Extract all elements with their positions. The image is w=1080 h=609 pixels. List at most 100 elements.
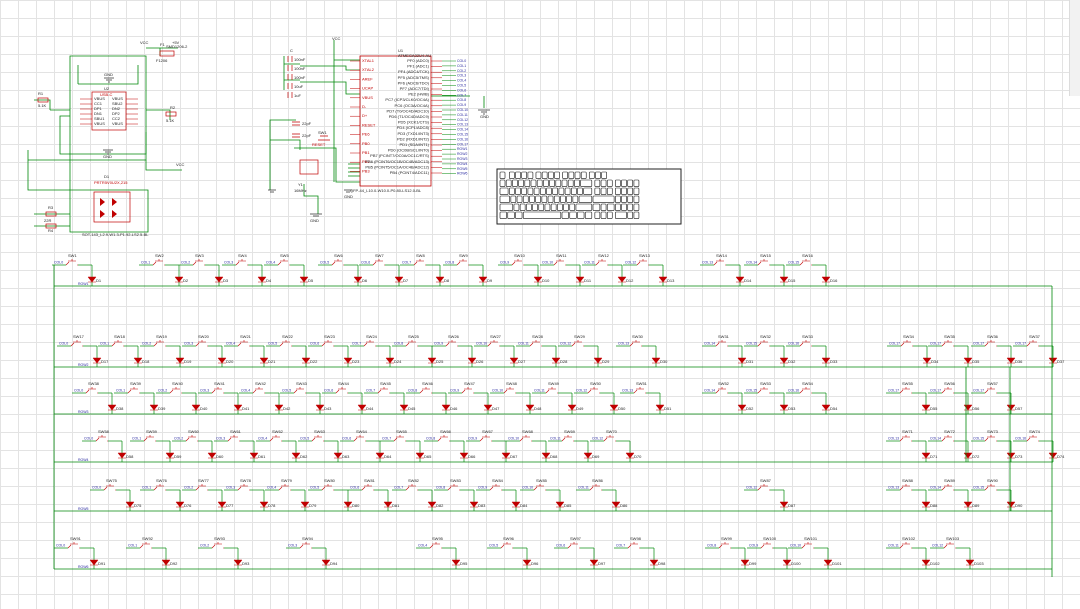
resistor-r4[interactable]: R4 (45, 223, 57, 233)
crystal-y1[interactable]: Y1 16MHz (294, 159, 319, 193)
key-matrix[interactable]: ROW1SW1COL0D1SW2COL1D2SW3COL2D3SW4COL3D4… (52, 253, 1065, 577)
esd-protection-d1[interactable]: D1 PRTR5V0U2X,215 SOT-143_L2.9-W1.3-P1.9… (82, 174, 149, 237)
keyboard-layout-preview[interactable] (496, 168, 682, 225)
reset-switch[interactable]: SW1 RESET (312, 130, 330, 147)
resistor-r3[interactable]: R3 22R (44, 205, 57, 223)
vertical-scrollbar[interactable] (1069, 0, 1080, 96)
matrix-row[interactable]: ROW2SW17COL0D17SW18COL1D18SW19COL2D19SW2… (54, 334, 1065, 368)
matrix-row[interactable]: ROW3SW38COL0D38SW39COL1D39SW40COL2D40SW4… (54, 381, 1052, 415)
matrix-row[interactable]: ROW1SW1COL0D1SW2COL1D2SW3COL2D3SW4COL3D4… (52, 253, 1052, 287)
matrix-row[interactable]: ROW4SW58COL0D58SW59COL1D59SW60COL2D60SW6… (54, 429, 1065, 463)
